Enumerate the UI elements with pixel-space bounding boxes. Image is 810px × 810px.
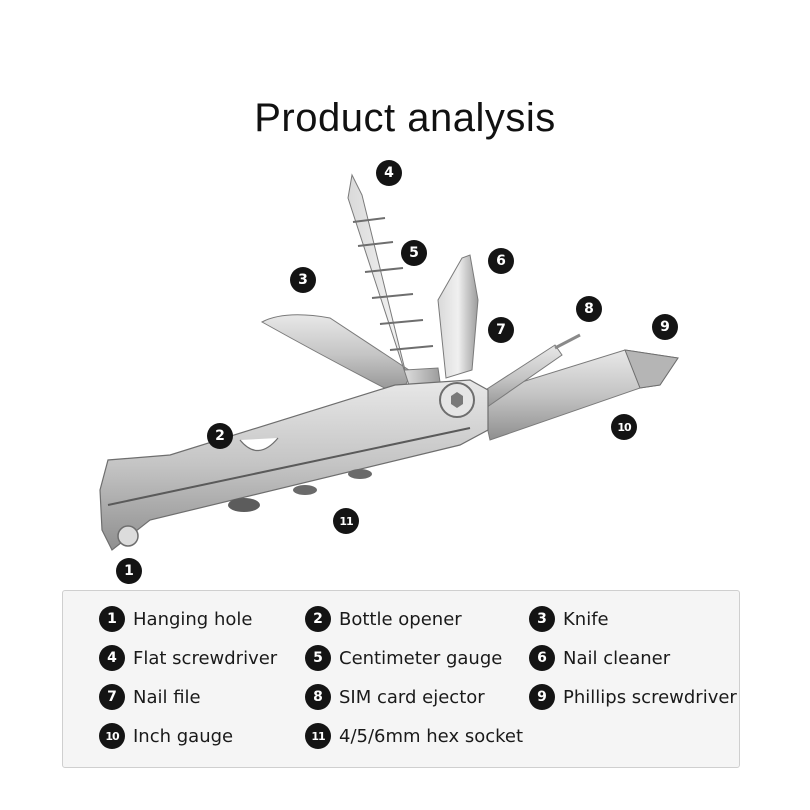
legend-number: 2 <box>305 606 331 632</box>
legend-number: 6 <box>529 645 555 671</box>
legend-item: 11 4/5/6mm hex socket <box>305 723 523 749</box>
legend-number: 4 <box>99 645 125 671</box>
legend-item: 7 Nail file <box>99 684 201 710</box>
legend-label: Inch gauge <box>133 725 234 747</box>
callout-10: 10 <box>611 414 637 440</box>
callout-8: 8 <box>576 296 602 322</box>
legend-item: 1 Hanging hole <box>99 606 252 632</box>
legend-number: 11 <box>305 723 331 749</box>
legend-label: SIM card ejector <box>339 686 485 708</box>
callout-7: 7 <box>488 317 514 343</box>
callout-3: 3 <box>290 267 316 293</box>
legend-number: 1 <box>99 606 125 632</box>
callout-1: 1 <box>116 558 142 584</box>
callout-2: 2 <box>207 423 233 449</box>
legend-label: Flat screwdriver <box>133 647 278 669</box>
legend-panel: 1 Hanging hole 2 Bottle opener 3 Knife 4… <box>62 590 740 768</box>
nail-file <box>437 254 479 379</box>
legend-label: Nail file <box>133 686 201 708</box>
legend-item: 10 Inch gauge <box>99 723 233 749</box>
legend-number: 8 <box>305 684 331 710</box>
legend-number: 7 <box>99 684 125 710</box>
callout-9: 9 <box>652 314 678 340</box>
hanging-hole <box>117 525 139 547</box>
legend-number: 9 <box>529 684 555 710</box>
callout-6: 6 <box>488 248 514 274</box>
legend-number: 10 <box>99 723 125 749</box>
legend-label: Knife <box>563 608 609 630</box>
legend-item: 3 Knife <box>529 606 609 632</box>
legend-item: 2 Bottle opener <box>305 606 462 632</box>
page-title: Product analysis <box>254 96 556 140</box>
legend-item: 8 SIM card ejector <box>305 684 485 710</box>
legend-label: 4/5/6mm hex socket <box>339 725 524 747</box>
legend-label: Bottle opener <box>339 608 462 630</box>
legend-item: 9 Phillips screwdriver <box>529 684 737 710</box>
legend-item: 4 Flat screwdriver <box>99 645 277 671</box>
callout-5: 5 <box>401 240 427 266</box>
legend-number: 3 <box>529 606 555 632</box>
legend-label: Hanging hole <box>133 608 253 630</box>
legend-number: 5 <box>305 645 331 671</box>
knife-blade <box>260 314 413 397</box>
callout-11: 11 <box>333 508 359 534</box>
bottle-opener-notch <box>239 437 279 452</box>
legend-label: Centimeter gauge <box>339 647 503 669</box>
legend-label: Phillips screwdriver <box>563 686 737 708</box>
callout-4: 4 <box>376 160 402 186</box>
legend-item: 5 Centimeter gauge <box>305 645 502 671</box>
legend-item: 6 Nail cleaner <box>529 645 670 671</box>
legend-label: Nail cleaner <box>563 647 671 669</box>
